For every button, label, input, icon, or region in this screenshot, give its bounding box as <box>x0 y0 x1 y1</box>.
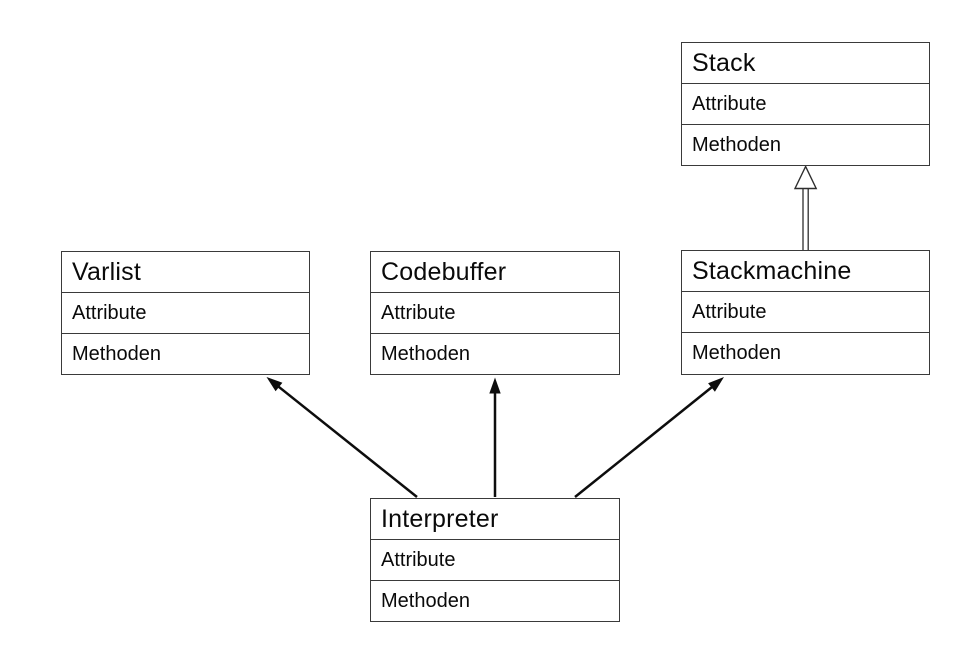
filled-arrowhead-icon <box>708 377 724 392</box>
class-title: Stack <box>692 48 756 77</box>
association-shaft <box>574 385 714 498</box>
class-section-attribute: Attribute <box>682 83 929 124</box>
class-title: Codebuffer <box>381 257 507 286</box>
filled-arrowhead-icon <box>266 377 283 392</box>
class-title: Interpreter <box>381 504 499 533</box>
hollow-triangle-arrowhead-icon <box>793 164 818 190</box>
class-box-varlist: Varlist Attribute Methoden <box>61 251 310 375</box>
generalization-shaft <box>802 188 809 250</box>
class-box-stack: Stack Attribute Methoden <box>681 42 930 166</box>
class-section-methoden: Methoden <box>371 580 619 621</box>
filled-arrowhead-icon <box>489 377 501 394</box>
class-section-methoden: Methoden <box>371 333 619 374</box>
class-section-methoden: Methoden <box>62 333 309 374</box>
class-section-attribute: Attribute <box>682 291 929 332</box>
class-box-stackmachine: Stackmachine Attribute Methoden <box>681 250 930 375</box>
class-box-interpreter: Interpreter Attribute Methoden <box>370 498 620 622</box>
class-section-methoden: Methoden <box>682 332 929 373</box>
generalization-arrow-stackmachine-to-stack <box>793 164 818 250</box>
class-box-codebuffer: Codebuffer Attribute Methoden <box>370 251 620 375</box>
class-title: Stackmachine <box>692 256 852 285</box>
association-arrow-interpreter-to-varlist <box>266 377 418 498</box>
association-shaft <box>276 384 418 498</box>
class-title: Varlist <box>72 257 142 286</box>
class-section-methoden: Methoden <box>682 124 929 165</box>
class-section-attribute: Attribute <box>371 292 619 333</box>
class-section-attribute: Attribute <box>62 292 309 333</box>
association-arrow-interpreter-to-codebuffer <box>489 377 501 497</box>
association-arrow-interpreter-to-stackmachine <box>574 377 724 498</box>
class-section-attribute: Attribute <box>371 539 619 580</box>
